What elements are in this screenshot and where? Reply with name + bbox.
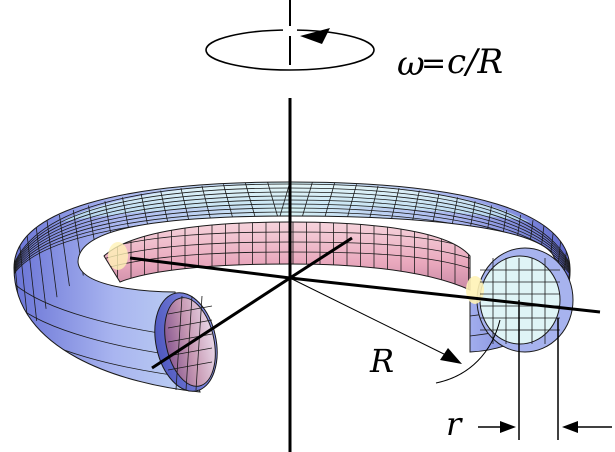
outer-mesh-meridian — [35, 225, 47, 309]
cut-mesh-line — [175, 295, 183, 391]
rotation-arrow-head — [300, 28, 330, 44]
inner-highlight — [108, 242, 128, 270]
outer-mesh-meridian — [346, 184, 357, 221]
omega-symbol: ω — [397, 44, 425, 84]
outer-mesh-meridian — [14, 261, 16, 387]
outer-mesh-meridian — [301, 182, 313, 217]
outer-mesh-meridian — [324, 182, 335, 219]
outer-mesh-meridian — [46, 220, 58, 298]
outer-mesh-meridian — [223, 184, 234, 221]
outer-mesh-meridian — [59, 214, 70, 287]
outer-mesh-meridian — [26, 231, 38, 321]
cut-mesh-line — [195, 295, 203, 391]
depth-axis-back — [289, 236, 353, 280]
outer-mesh-meridian — [245, 182, 256, 219]
major-radius-line — [289, 277, 457, 361]
cut-mesh-line — [167, 347, 213, 357]
outer-mesh-meridian — [267, 182, 279, 217]
rotation-gap — [283, 26, 297, 36]
cut-mesh-line — [167, 361, 213, 371]
minor-radius-left-arrowhead — [500, 421, 516, 433]
cut-mesh — [167, 295, 213, 391]
cut-mesh-line — [167, 305, 213, 315]
horizontal-axis-right — [289, 276, 601, 314]
outer-mesh-ring-lower — [469, 359, 571, 392]
depth-axis-front — [151, 276, 291, 370]
outer-mesh-meridian — [279, 182, 291, 217]
angular-velocity-fraction: c/R — [447, 42, 503, 82]
minor-radius-label: r — [446, 405, 463, 443]
major-radius-arc — [435, 319, 501, 384]
minor-radius-right-arrowhead — [562, 421, 578, 433]
major-radius-arrowhead — [440, 348, 462, 364]
horizontal-axis-left — [129, 256, 291, 280]
equals-sign: = — [421, 46, 446, 81]
major-radius-label: R — [369, 342, 394, 380]
torus-inner-surface — [103, 221, 471, 291]
